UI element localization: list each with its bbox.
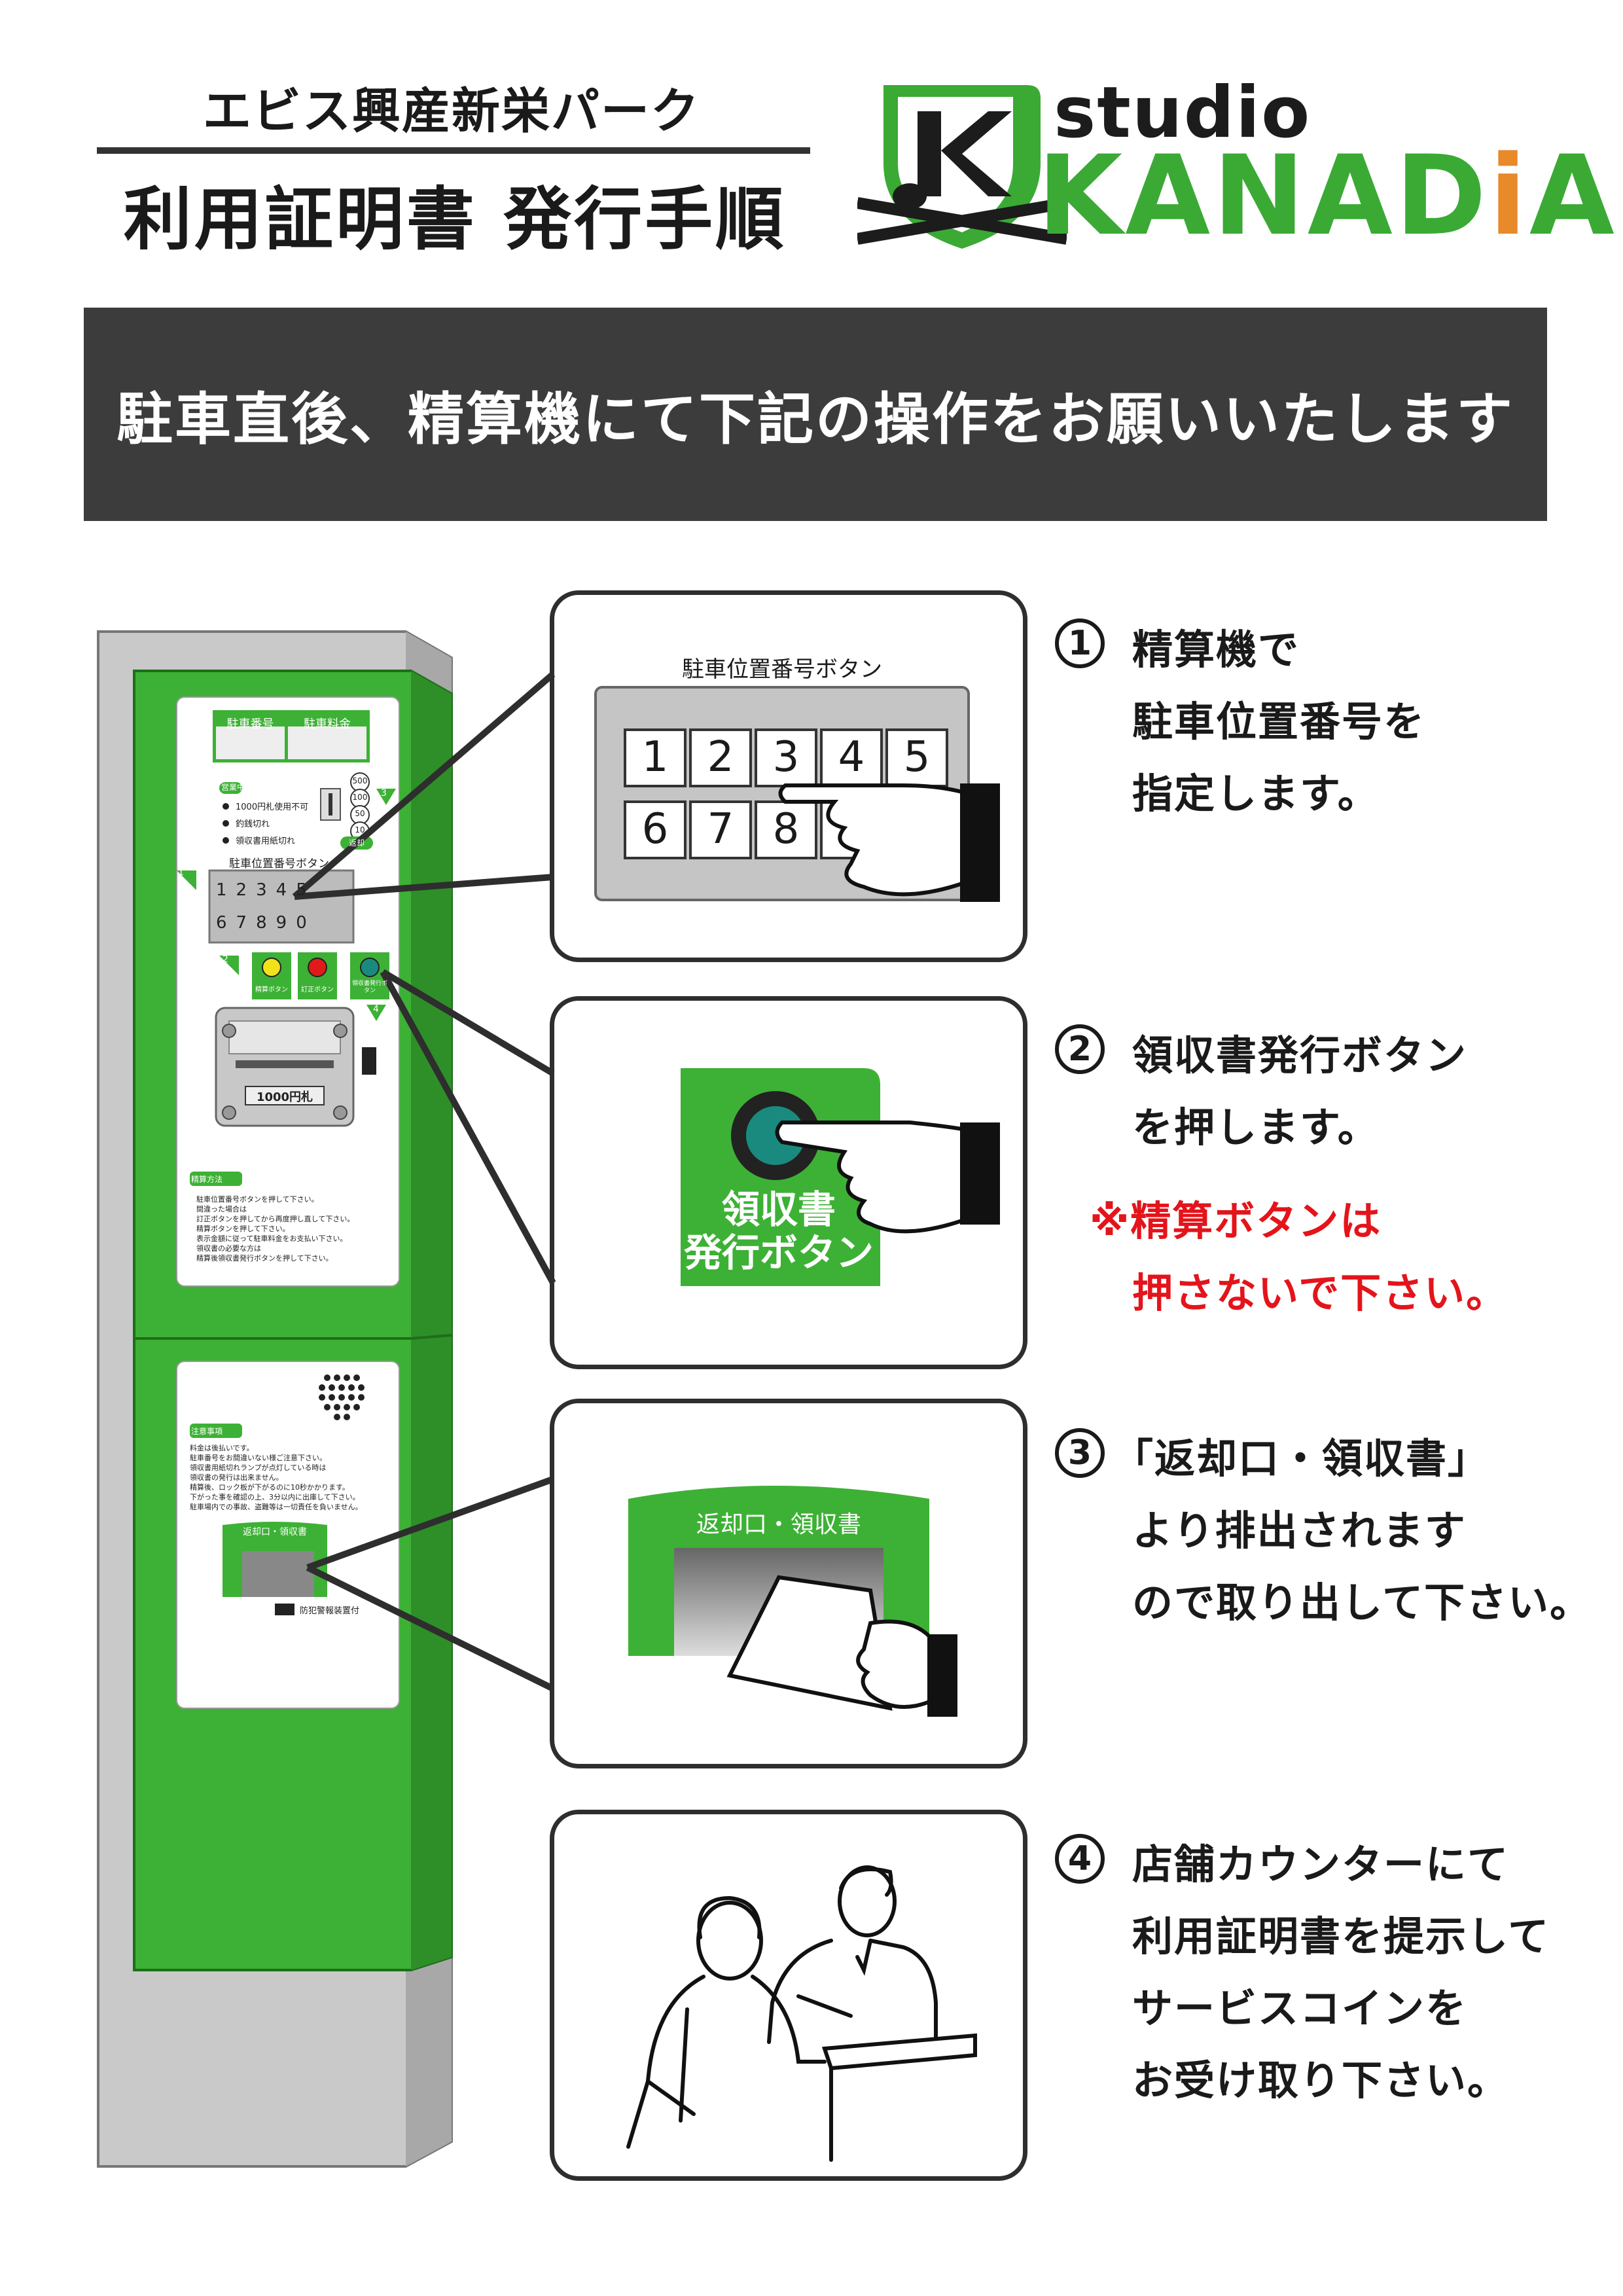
machine-button-label: 訂正ボタン (301, 986, 334, 994)
instruction-banner-text: 駐車直後、精算機にて下記の操作をお願いいたします (116, 387, 1514, 452)
return-lever-label: 返却 (348, 838, 365, 848)
howto-title: 精算方法 (191, 1175, 223, 1184)
machine-status: 釣銭切れ (236, 819, 270, 829)
panel1-key: 1 (641, 733, 669, 781)
counter-scene-icon (626, 1865, 977, 2162)
step4-line: 利用証明書を提示して (1132, 1912, 1550, 1960)
machine-button-label: 領収書発行ボタン (351, 980, 387, 994)
panel1-key: 3 (772, 733, 800, 781)
machine-keys-row1: 12345 (216, 880, 316, 900)
step1-number: 1 (1055, 619, 1105, 668)
machine-display-label: 駐車料金 (304, 717, 351, 731)
kanadia-shield-logo-icon (857, 85, 1067, 249)
step3-line: ので取り出して下さい。 (1132, 1579, 1592, 1626)
panel1-key: 4 (838, 733, 865, 781)
step4-panel (550, 1810, 1027, 2181)
step1-line: 駐車位置番号を (1132, 698, 1426, 745)
panel1-key: 7 (707, 805, 734, 853)
step4-number: 4 (1055, 1834, 1105, 1884)
coin-label: 100 (352, 793, 368, 802)
step4-line: お受け取り下さい。 (1132, 2056, 1510, 2104)
logo-brand-text: KANADiA (1037, 132, 1617, 260)
instruction-banner (84, 308, 1547, 521)
machine-step-marker: 4 (373, 1004, 379, 1014)
howto-list: 駐車位置番号ボタンを押して下さい。間違った場合は訂正ボタンを押してから再度押し直… (196, 1195, 355, 1263)
step2-line: を押します。 (1132, 1103, 1380, 1151)
step4-line: サービスコインを (1132, 1984, 1468, 2032)
panel1-key: 5 (903, 733, 931, 781)
machine-display-label: 駐車番号 (226, 717, 274, 731)
machine-status: 領収書用紙切れ (236, 836, 296, 846)
machine-status: 営業中 (221, 783, 245, 792)
step1-line: 精算機で (1132, 626, 1300, 673)
machine-return-slot-label: 返却口・領収書 (243, 1527, 307, 1537)
notes-title: 注意事項 (191, 1427, 223, 1436)
machine-keys-row2: 67890 (216, 913, 316, 933)
page-title: 利用証明書 発行手順 (123, 179, 787, 259)
machine-status: 1000円札使用不可 (236, 802, 309, 812)
pointing-hand-icon (778, 783, 1000, 902)
logo-studio-text: studio (1054, 72, 1311, 154)
grabbing-hand-icon (856, 1619, 957, 1717)
subtitle: エビス興産新栄パーク (203, 83, 700, 139)
machine-button-label: 精算ボタン (255, 986, 288, 994)
step2-line: 領収書発行ボタン (1132, 1031, 1468, 1079)
step4-line: 店舗カウンターにて (1132, 1840, 1510, 1888)
coin-label: 500 (352, 776, 368, 785)
panel1-key: 2 (707, 733, 734, 781)
title-divider (97, 147, 810, 154)
step1-line: 指定します。 (1132, 770, 1380, 817)
notes-list: 料金は後払いです。駐車番号をお間違いない様ご注意下さい。領収書用紙切れランプが点… (190, 1444, 363, 1511)
step3-line: 「返却口・領収書」 (1113, 1435, 1490, 1482)
panel1-key: 8 (772, 805, 800, 853)
machine-keypad-label: 駐車位置番号ボタン (229, 857, 329, 870)
pointing-hand-icon-2 (775, 1121, 1000, 1234)
machine-step-marker: 2 (223, 954, 228, 965)
panel2-button-label: 領収書発行ボタン (683, 1187, 874, 1275)
step2-number: 2 (1055, 1024, 1105, 1074)
panel1-key: 6 (641, 805, 669, 853)
receipt-paper (726, 1575, 893, 1711)
machine-step-marker: 1 (178, 867, 184, 878)
coin-label: 50 (355, 809, 365, 818)
bill-slot-label: 1000円札 (256, 1090, 313, 1104)
panel1-label: 駐車位置番号ボタン (682, 656, 882, 683)
step3-line: より排出されます (1132, 1507, 1467, 1554)
step3-number: 3 (1055, 1428, 1105, 1478)
panel3-label: 返却口・領収書 (696, 1511, 861, 1538)
step2-warning: 押さないで下さい。 (1132, 1269, 1508, 1317)
machine-step-marker: 3 (381, 788, 387, 798)
alarm-label: 防犯警報装置付 (300, 1606, 360, 1616)
coin-label: 10 (355, 825, 365, 834)
step2-warning: ※精算ボタンは (1090, 1197, 1382, 1245)
